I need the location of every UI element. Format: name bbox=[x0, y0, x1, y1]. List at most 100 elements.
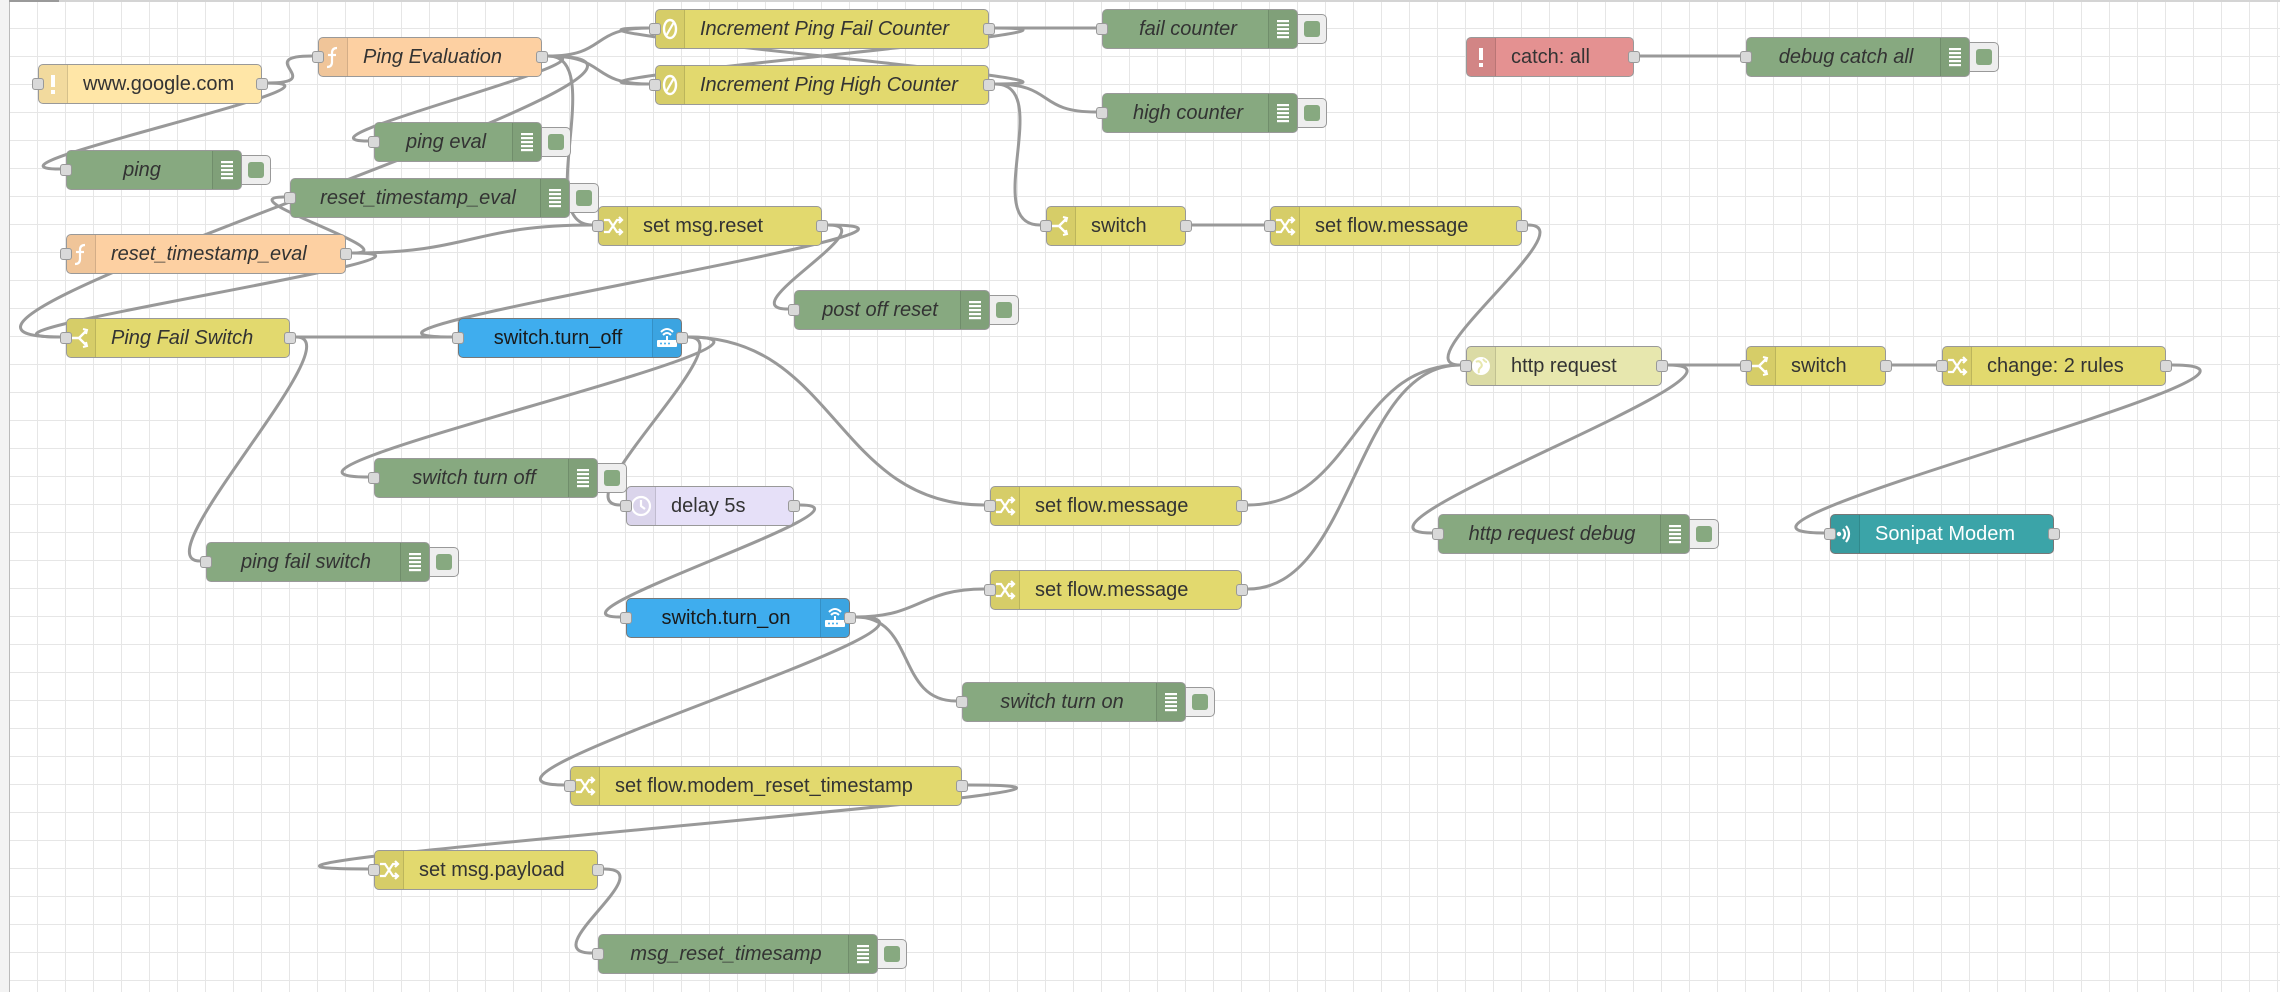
node-sonipat-modem[interactable]: Sonipat Modem bbox=[1824, 514, 2060, 554]
input-port[interactable] bbox=[1936, 360, 1948, 372]
input-port[interactable] bbox=[1096, 23, 1108, 35]
input-port[interactable] bbox=[620, 500, 632, 512]
debug-toggle-button[interactable] bbox=[877, 939, 907, 969]
workspace-scrollbar-thumb[interactable] bbox=[9, 0, 59, 2]
node-switch-turn-off[interactable]: switch turn off bbox=[368, 458, 627, 498]
node-switch[interactable]: switch bbox=[1040, 206, 1192, 246]
node-msg-reset-timesamp[interactable]: msg_reset_timesamp bbox=[592, 934, 907, 974]
output-port[interactable] bbox=[536, 51, 548, 63]
input-port[interactable] bbox=[564, 780, 576, 792]
output-port[interactable] bbox=[1628, 51, 1640, 63]
output-port[interactable] bbox=[788, 500, 800, 512]
output-port[interactable] bbox=[844, 612, 856, 624]
wire[interactable] bbox=[340, 335, 716, 479]
output-port[interactable] bbox=[983, 79, 995, 91]
wire[interactable] bbox=[994, 82, 1041, 227]
output-port[interactable] bbox=[983, 23, 995, 35]
input-port[interactable] bbox=[312, 51, 324, 63]
wire[interactable] bbox=[188, 335, 308, 563]
node-switch[interactable]: switch bbox=[1740, 346, 1892, 386]
input-port[interactable] bbox=[1040, 220, 1052, 232]
node-set-msg-reset[interactable]: set msg.reset bbox=[592, 206, 828, 246]
node-switch-turn-off[interactable]: switch.turn_off bbox=[452, 318, 688, 358]
node-high-counter[interactable]: high counter bbox=[1096, 93, 1327, 133]
wire[interactable] bbox=[539, 615, 881, 787]
wire[interactable] bbox=[619, 26, 1025, 86]
node-set-msg-payload[interactable]: set msg.payload bbox=[368, 850, 604, 890]
output-port[interactable] bbox=[284, 332, 296, 344]
node-http-request[interactable]: http request bbox=[1460, 346, 1668, 386]
output-port[interactable] bbox=[816, 220, 828, 232]
input-port[interactable] bbox=[1096, 107, 1108, 119]
input-port[interactable] bbox=[368, 864, 380, 876]
wire[interactable] bbox=[1247, 363, 1461, 507]
node-www-google-com[interactable]: www.google.com bbox=[32, 64, 268, 104]
debug-toggle-button[interactable] bbox=[1689, 519, 1719, 549]
output-port[interactable] bbox=[676, 332, 688, 344]
wire[interactable] bbox=[855, 587, 985, 619]
node-set-flow-message[interactable]: set flow.message bbox=[1264, 206, 1528, 246]
input-port[interactable] bbox=[1264, 220, 1276, 232]
debug-toggle-button[interactable] bbox=[541, 127, 571, 157]
output-port[interactable] bbox=[1656, 360, 1668, 372]
node-increment-ping-high-counter[interactable]: Increment Ping High Counter bbox=[649, 65, 995, 105]
input-port[interactable] bbox=[592, 948, 604, 960]
node-change-2-rules[interactable]: change: 2 rules bbox=[1936, 346, 2172, 386]
node-ping-fail-switch[interactable]: ping fail switch bbox=[200, 542, 459, 582]
input-port[interactable] bbox=[1460, 360, 1472, 372]
node-post-off-reset[interactable]: post off reset bbox=[788, 290, 1019, 330]
output-port[interactable] bbox=[1516, 220, 1528, 232]
node-ping-eval[interactable]: ping eval bbox=[368, 122, 571, 162]
wire[interactable] bbox=[41, 81, 287, 171]
debug-toggle-button[interactable] bbox=[429, 547, 459, 577]
node-http-request-debug[interactable]: http request debug bbox=[1432, 514, 1719, 554]
node-switch-turn-on[interactable]: switch turn on bbox=[956, 682, 1215, 722]
wire[interactable] bbox=[270, 195, 366, 255]
node-ping-fail-switch[interactable]: Ping Fail Switch bbox=[60, 318, 296, 358]
output-port[interactable] bbox=[1236, 500, 1248, 512]
node-switch-turn-on[interactable]: switch.turn_on bbox=[620, 598, 856, 638]
output-port[interactable] bbox=[1236, 584, 1248, 596]
input-port[interactable] bbox=[1432, 528, 1444, 540]
node-increment-ping-fail-counter[interactable]: Increment Ping Fail Counter bbox=[649, 9, 995, 49]
input-port[interactable] bbox=[1824, 528, 1836, 540]
wire[interactable] bbox=[687, 335, 985, 507]
input-port[interactable] bbox=[788, 304, 800, 316]
input-port[interactable] bbox=[200, 556, 212, 568]
debug-toggle-button[interactable] bbox=[569, 183, 599, 213]
input-port[interactable] bbox=[592, 220, 604, 232]
debug-toggle-button[interactable] bbox=[1185, 687, 1215, 717]
output-port[interactable] bbox=[2048, 528, 2060, 540]
input-port[interactable] bbox=[60, 332, 72, 344]
output-port[interactable] bbox=[956, 780, 968, 792]
output-port[interactable] bbox=[256, 78, 268, 90]
input-port[interactable] bbox=[368, 472, 380, 484]
input-port[interactable] bbox=[649, 79, 661, 91]
wire[interactable] bbox=[772, 223, 844, 311]
wire[interactable] bbox=[317, 783, 1019, 871]
node-set-flow-modem-reset-timestamp[interactable]: set flow.modem_reset_timestamp bbox=[564, 766, 968, 806]
wire[interactable] bbox=[604, 503, 816, 619]
wire[interactable] bbox=[1446, 223, 1542, 367]
input-port[interactable] bbox=[284, 192, 296, 204]
node-catch-all[interactable]: catch: all bbox=[1466, 37, 1640, 77]
node-debug-catch-all[interactable]: debug catch all bbox=[1740, 37, 1999, 77]
debug-toggle-button[interactable] bbox=[597, 463, 627, 493]
node-set-flow-message[interactable]: set flow.message bbox=[984, 486, 1248, 526]
input-port[interactable] bbox=[984, 500, 996, 512]
input-port[interactable] bbox=[452, 332, 464, 344]
node-ping-evaluation[interactable]: Ping Evaluation bbox=[312, 37, 548, 77]
node-reset-timestamp-eval[interactable]: reset_timestamp_eval bbox=[284, 178, 599, 218]
node-set-flow-message[interactable]: set flow.message bbox=[984, 570, 1248, 610]
input-port[interactable] bbox=[60, 164, 72, 176]
wire[interactable] bbox=[267, 54, 313, 85]
input-port[interactable] bbox=[649, 23, 661, 35]
node-reset-timestamp-eval[interactable]: reset_timestamp_eval bbox=[60, 234, 352, 274]
wire[interactable] bbox=[351, 223, 593, 255]
input-port[interactable] bbox=[984, 584, 996, 596]
input-port[interactable] bbox=[32, 78, 44, 90]
output-port[interactable] bbox=[340, 248, 352, 260]
wire[interactable] bbox=[420, 223, 860, 339]
input-port[interactable] bbox=[368, 136, 380, 148]
